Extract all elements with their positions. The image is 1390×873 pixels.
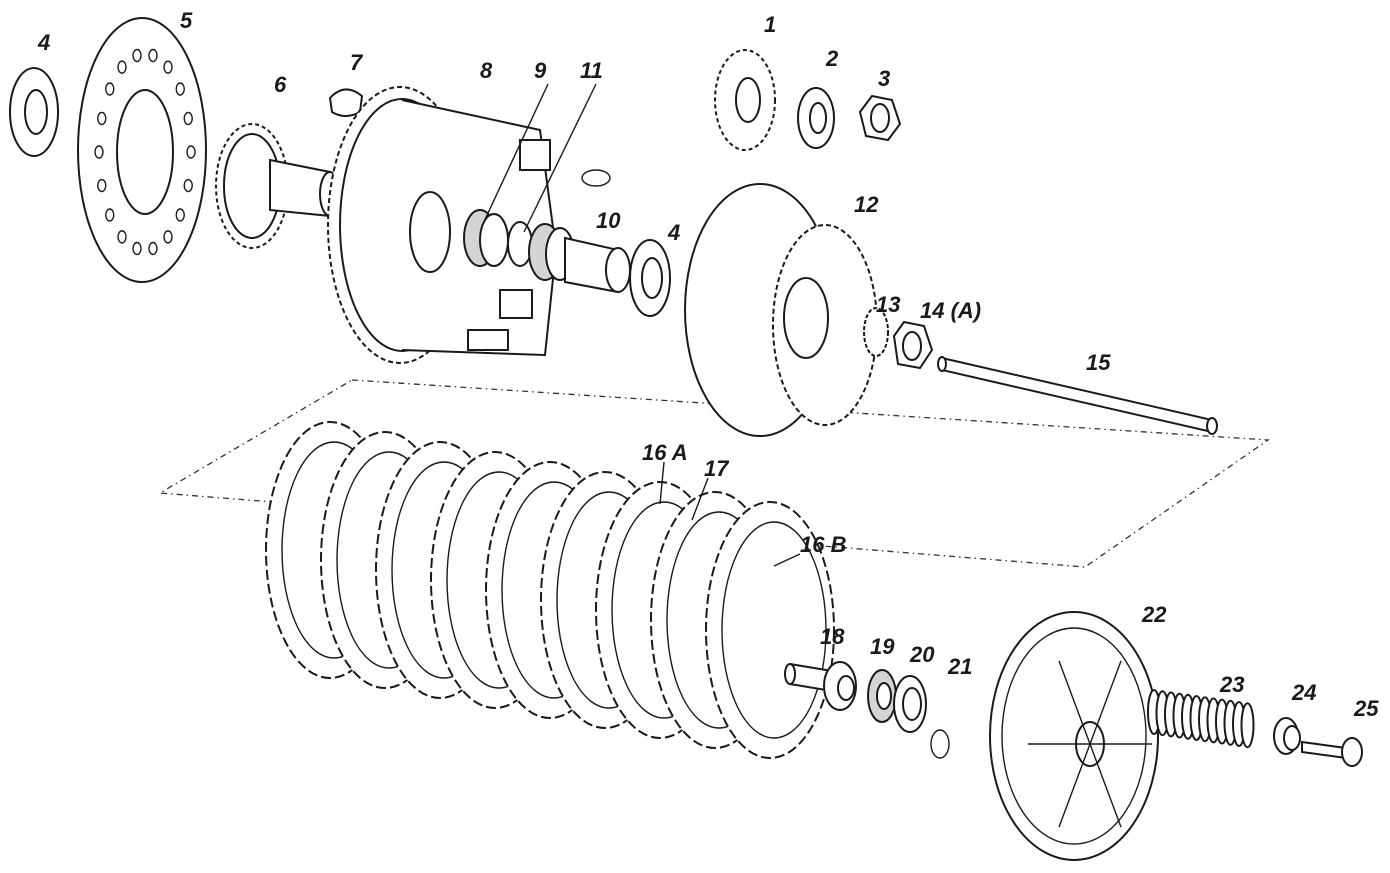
part-6-gear-shaft [215, 123, 341, 249]
label-13: 13 [876, 292, 900, 317]
plate-spoke [1089, 743, 1122, 828]
label-5: 5 [180, 8, 193, 33]
label-12: 12 [854, 192, 879, 217]
label-4-right: 4 [667, 220, 680, 245]
label-4-left: 4 [37, 30, 50, 55]
plate-hole [97, 178, 107, 193]
plate-hole [148, 241, 158, 256]
plate-hole [132, 241, 142, 256]
label-20: 20 [909, 642, 935, 667]
assembly-boundary [157, 379, 1270, 568]
plate-hole [183, 178, 193, 193]
label-15: 15 [1086, 350, 1111, 375]
part-1-gear [714, 49, 776, 151]
part-24-spring-cup [1273, 717, 1301, 755]
label-1: 1 [764, 12, 776, 37]
part-21-circlip [930, 729, 950, 759]
label-21: 21 [947, 654, 972, 679]
plate-hole [163, 230, 173, 244]
plate-hole [117, 60, 127, 74]
label-9: 9 [534, 58, 547, 83]
clutch-plate-stack [265, 421, 835, 759]
label-3: 3 [878, 66, 890, 91]
label-25: 25 [1353, 696, 1379, 721]
part-13-lock-washer [863, 307, 889, 357]
part-22-pressure-plate [989, 611, 1159, 861]
part-23-spring [1147, 689, 1255, 749]
plate-spoke [1058, 660, 1091, 745]
spring-coil [1240, 702, 1255, 749]
label-16a: 16 A [642, 440, 688, 465]
label-14: 14 (A) [920, 298, 981, 323]
part-18-pusher-pin [784, 661, 857, 711]
plate-hole [163, 60, 173, 74]
part-12-inner-hub [684, 183, 878, 437]
plate-hole [105, 208, 115, 222]
clutch-plate [705, 501, 835, 759]
clutch-plate-inner [721, 521, 827, 739]
part-9-bearing [463, 209, 509, 267]
part-5-disc-plate [77, 17, 207, 283]
plate-spoke [1058, 743, 1091, 828]
plate-hole [183, 111, 193, 126]
part-4-washer-left [9, 67, 59, 157]
label-22: 22 [1141, 602, 1167, 627]
plate-hole [175, 208, 185, 222]
label-2: 2 [825, 46, 839, 71]
plate-hole [105, 82, 115, 96]
part-20-washer [893, 675, 927, 733]
plate-hole [186, 145, 196, 159]
part-14-nut [892, 320, 934, 370]
plate-hole [97, 111, 107, 126]
plate-hole [132, 48, 142, 63]
part-15-push-rod [937, 356, 1218, 435]
part-4-washer-right [629, 239, 671, 317]
part-3-nut [858, 94, 902, 142]
label-18: 18 [820, 624, 845, 649]
label-7: 7 [350, 50, 364, 75]
part-7-key [328, 88, 364, 117]
label-10: 10 [596, 208, 621, 233]
part-10-sleeve [564, 236, 631, 294]
part-2-washer [797, 87, 835, 149]
plate-hole [175, 82, 185, 96]
part-25-screw [1301, 737, 1363, 767]
label-16b: 16 B [800, 532, 847, 557]
plate-hole [117, 230, 127, 244]
label-6: 6 [274, 72, 287, 97]
label-23: 23 [1219, 672, 1244, 697]
plate-hole [148, 48, 158, 63]
part-19-thrust-bearing [867, 669, 897, 723]
label-24: 24 [1291, 680, 1316, 705]
plate-hole [94, 145, 104, 159]
label-11: 11 [580, 58, 603, 83]
plate-spoke [1089, 660, 1122, 745]
label-17: 17 [704, 456, 730, 481]
label-8: 8 [480, 58, 493, 83]
label-19: 19 [870, 634, 895, 659]
